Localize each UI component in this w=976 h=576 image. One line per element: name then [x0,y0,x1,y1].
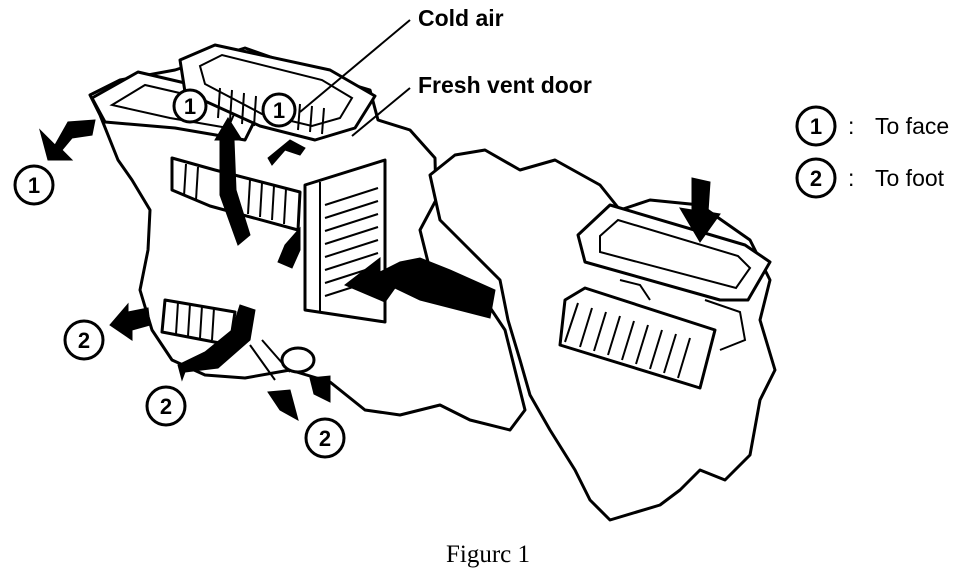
legend: 1 : To face 2 : To foot [795,105,949,199]
svg-text:To face: To face [875,113,949,139]
blower-filter [558,286,717,390]
marker-foot-2: 2 [145,385,187,427]
svg-text:1: 1 [810,114,822,139]
intake-arrow [679,177,721,243]
face-arrow-curve [267,139,306,166]
foot-duct-outlet [280,346,316,374]
fresh-air-intake [576,203,772,302]
marker-face-2: 1 [261,92,297,128]
airflow-arrows [39,117,721,422]
svg-text:2: 2 [78,328,90,353]
face-vent-louvers [217,87,325,135]
foot-arrow-left [109,302,151,341]
label-cold-air: Cold air [418,5,504,31]
svg-text:1: 1 [273,98,285,123]
svg-text::: : [848,113,854,139]
legend-item-face: 1 : To face [795,105,949,147]
fresh-vent-door [303,158,387,324]
leader-cold-air [299,19,411,113]
legend-item-foot: 2 : To foot [795,157,945,199]
svg-text:2: 2 [160,394,172,419]
svg-text:1: 1 [28,173,40,198]
marker-face-3: 1 [13,164,55,206]
fresh-air-arrow [344,256,496,319]
svg-text:2: 2 [319,426,331,451]
svg-text::: : [848,165,854,191]
svg-text:To foot: To foot [875,165,945,191]
label-fresh-vent-door: Fresh vent door [418,72,592,98]
marker-foot-1: 2 [63,319,105,361]
face-arrow-left [39,119,96,161]
leader-fresh-vent-door [351,87,411,137]
figure-caption: Figurc 1 [446,541,530,568]
svg-text:1: 1 [184,94,196,119]
blower-unit [428,148,777,522]
foot-arrow-curve [177,304,256,382]
svg-text:2: 2 [810,166,822,191]
foot-arrow-down [277,226,301,269]
face-arrow-up [214,117,251,246]
foot-arrow-down-right [309,375,331,403]
face-vent-right [178,43,377,142]
marker-foot-3: 2 [304,417,346,459]
foot-arrow-down-left [267,389,299,422]
marker-face-1: 1 [172,88,208,124]
